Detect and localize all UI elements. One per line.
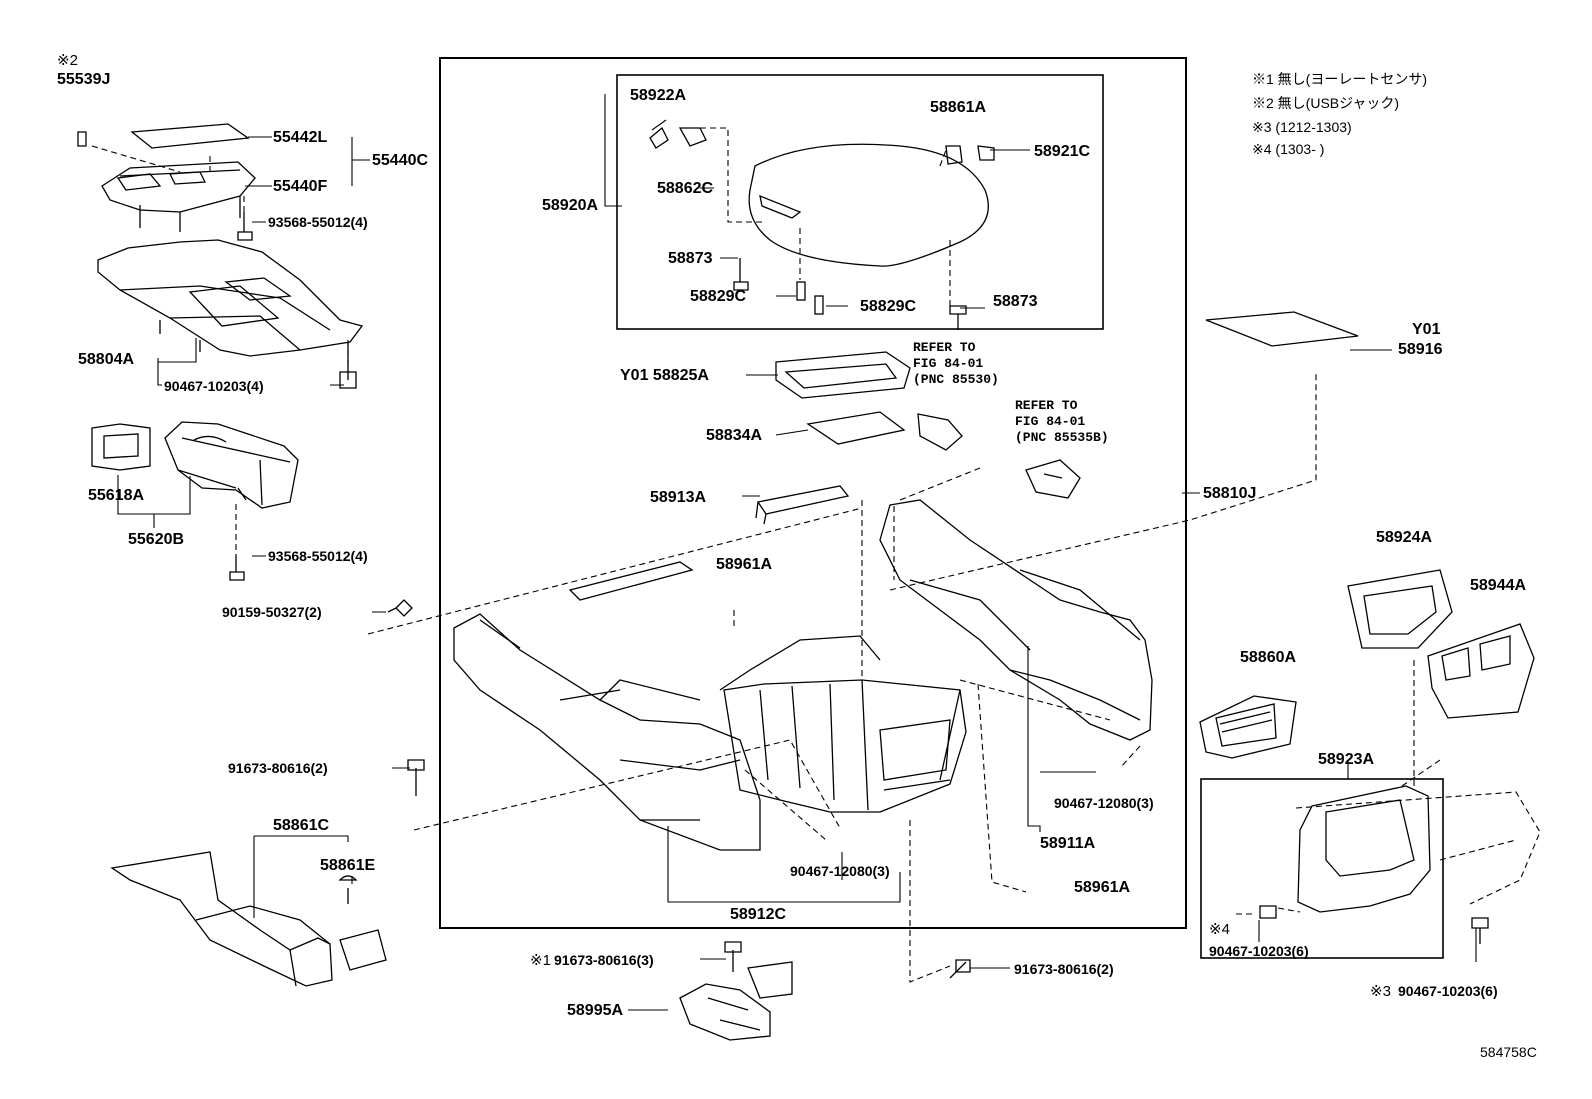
part-58995a[interactable]: 58995A (567, 1002, 624, 1019)
part-55539j[interactable]: 55539J (57, 71, 111, 88)
mark-2: ※2 (57, 52, 78, 69)
refer-line: (PNC 85535B) (1015, 430, 1109, 445)
console-body-part (453, 499, 1153, 851)
part-58860a[interactable]: 58860A (1240, 649, 1297, 666)
part-58921c[interactable]: 58921C (1034, 143, 1091, 160)
refer-note-85535b[interactable]: REFER TO FIG 84-01 (PNC 85535B) (1015, 398, 1109, 446)
part-91673-80616-2a[interactable]: 91673-80616(2) (228, 760, 328, 776)
part-58922a[interactable]: 58922A (630, 87, 687, 104)
part-58810j[interactable]: 58810J (1203, 485, 1257, 502)
upper-console-panel-part (97, 239, 364, 389)
part-58829c-a[interactable]: 58829C (690, 288, 747, 305)
part-58862c[interactable]: 58862C (657, 180, 714, 197)
mark-3: ※3 (1370, 983, 1391, 1000)
air-duct-part (110, 851, 387, 987)
part-58924a[interactable]: 58924A (1376, 529, 1433, 546)
part-58920a[interactable]: 58920A (542, 197, 599, 214)
part-90467-12080-b[interactable]: 90467-12080(3) (790, 863, 890, 879)
part-91673-80616-3[interactable]: 91673-80616(3) (554, 952, 654, 968)
armrest-lid-part (649, 126, 995, 315)
leader-lines (117, 94, 1477, 1011)
refer-line: FIG 84-01 (1015, 414, 1086, 429)
right-trim-parts (1199, 311, 1535, 919)
note-4: ※4 (1303- ) (1252, 141, 1325, 157)
mark-1: ※1 (530, 952, 551, 969)
note-1: ※1 無し(ヨーレートセンサ) (1252, 71, 1427, 87)
part-90159-50327[interactable]: 90159-50327(2) (222, 604, 322, 620)
part-55442l[interactable]: 55442L (273, 129, 328, 146)
part-91673-80616-2b[interactable]: 91673-80616(2) (1014, 961, 1114, 977)
note-2: ※2 無し(USBジャック) (1252, 95, 1400, 111)
part-58944a[interactable]: 58944A (1470, 577, 1527, 594)
part-93568-55012-b[interactable]: 93568-55012(4) (268, 548, 368, 564)
shift-bezel-part (77, 123, 256, 232)
part-y01[interactable]: Y01 (1412, 321, 1441, 338)
refer-line: REFER TO (1015, 398, 1078, 413)
part-93568-55012-a[interactable]: 93568-55012(4) (268, 214, 368, 230)
part-55440f[interactable]: 55440F (273, 178, 328, 195)
part-58923a[interactable]: 58923A (1318, 751, 1375, 768)
part-58861e[interactable]: 58861E (320, 857, 376, 874)
part-58873-a[interactable]: 58873 (668, 250, 713, 267)
refer-note-85530[interactable]: REFER TO FIG 84-01 (PNC 85530) (913, 340, 999, 388)
figure-code: 584758C (1480, 1044, 1537, 1060)
part-90467-10203-6-a[interactable]: 90467-10203(6) (1209, 943, 1309, 959)
refer-line: REFER TO (913, 340, 976, 355)
part-58916[interactable]: 58916 (1398, 341, 1443, 358)
note-3: ※3 (1212-1303) (1252, 119, 1352, 135)
part-90467-10203-4[interactable]: 90467-10203(4) (164, 378, 264, 394)
mark-4: ※4 (1209, 921, 1230, 938)
part-58912c[interactable]: 58912C (730, 906, 787, 923)
part-55618a[interactable]: 55618A (88, 487, 145, 504)
part-55620b[interactable]: 55620B (128, 531, 185, 548)
part-58861c[interactable]: 58861C (273, 817, 330, 834)
part-58961a-b[interactable]: 58961A (1074, 879, 1131, 896)
lower-tray-part (91, 421, 299, 509)
part-58873-b[interactable]: 58873 (993, 293, 1038, 310)
part-55440c[interactable]: 55440C (372, 152, 429, 169)
panel-group-frame (1200, 778, 1444, 959)
bracket-part (679, 961, 793, 1041)
part-90467-10203-6-b[interactable]: 90467-10203(6) (1398, 983, 1498, 999)
screws (229, 212, 1489, 979)
assembly-lines (91, 127, 1541, 983)
part-58804a[interactable]: 58804A (78, 351, 135, 368)
part-58913a[interactable]: 58913A (650, 489, 707, 506)
part-90467-12080-a[interactable]: 90467-12080(3) (1054, 795, 1154, 811)
storage-tray-part (755, 351, 911, 525)
part-58911a[interactable]: 58911A (1040, 835, 1096, 852)
part-58829c-b[interactable]: 58829C (860, 298, 917, 315)
part-58961a-a[interactable]: 58961A (716, 556, 773, 573)
refer-line: FIG 84-01 (913, 356, 984, 371)
refer-line: (PNC 85530) (913, 372, 999, 387)
armrest-group-frame (616, 74, 1104, 330)
part-58861a[interactable]: 58861A (930, 99, 987, 116)
part-58834a[interactable]: 58834A (706, 427, 763, 444)
power-socket-part (917, 413, 1081, 499)
part-58825a[interactable]: Y01 58825A (620, 367, 709, 384)
